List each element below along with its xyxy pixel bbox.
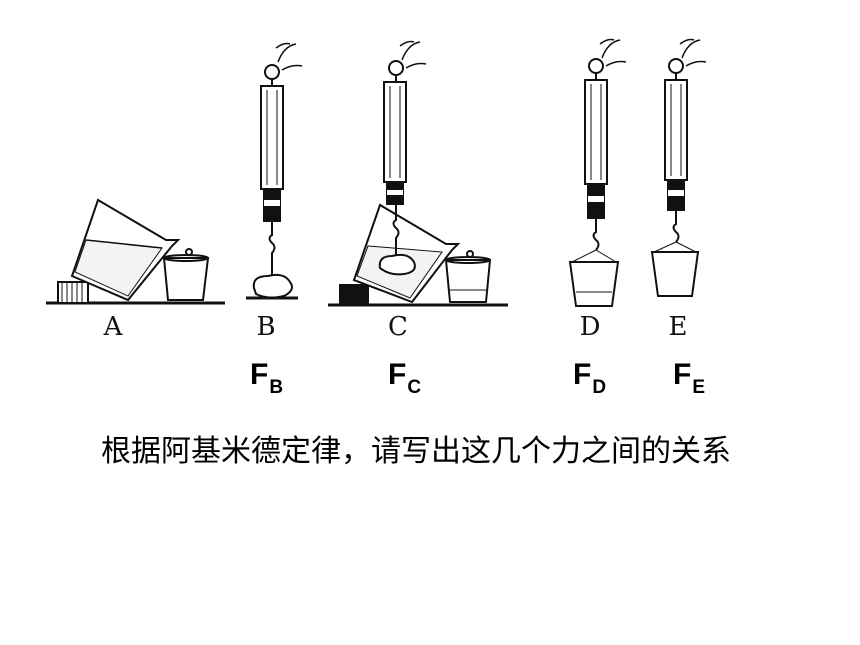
- panel-label-c: C: [388, 312, 408, 342]
- force-symbol: F: [673, 358, 692, 391]
- force-subscript: E: [692, 377, 706, 398]
- force-subscript: B: [269, 377, 284, 398]
- stone: [252, 273, 293, 299]
- panel-d-drawing: [568, 38, 627, 307]
- panel-label-e: E: [668, 312, 688, 342]
- question-text: 根据阿基米德定律，请写出这几个力之间的关系: [101, 434, 731, 469]
- panel-c-drawing: [328, 40, 508, 307]
- panel-e-drawing: [650, 38, 707, 297]
- force-symbol: F: [250, 358, 269, 391]
- scale-ring: [264, 64, 280, 80]
- force-symbol: F: [573, 358, 592, 391]
- wooden-block: [57, 281, 89, 304]
- panel-label-d: D: [579, 312, 601, 342]
- catch-bucket: [162, 257, 210, 301]
- force-label-fc: FC: [388, 358, 421, 398]
- hatch: [61, 282, 83, 303]
- force-label-fe: FE: [673, 358, 705, 398]
- force-subscript: C: [407, 377, 422, 398]
- force-label-fb: FB: [250, 358, 283, 398]
- panel-b-drawing: [246, 42, 303, 300]
- force-symbol: F: [388, 358, 407, 391]
- panel-a-drawing: [46, 198, 225, 305]
- hook: [268, 221, 276, 276]
- force-subscript: D: [592, 377, 607, 398]
- panel-label-a: A: [103, 312, 123, 342]
- panel-label-b: B: [256, 312, 276, 342]
- force-label-fd: FD: [573, 358, 606, 398]
- hand-icon: [275, 42, 303, 71]
- spring-scale-body: [260, 85, 284, 190]
